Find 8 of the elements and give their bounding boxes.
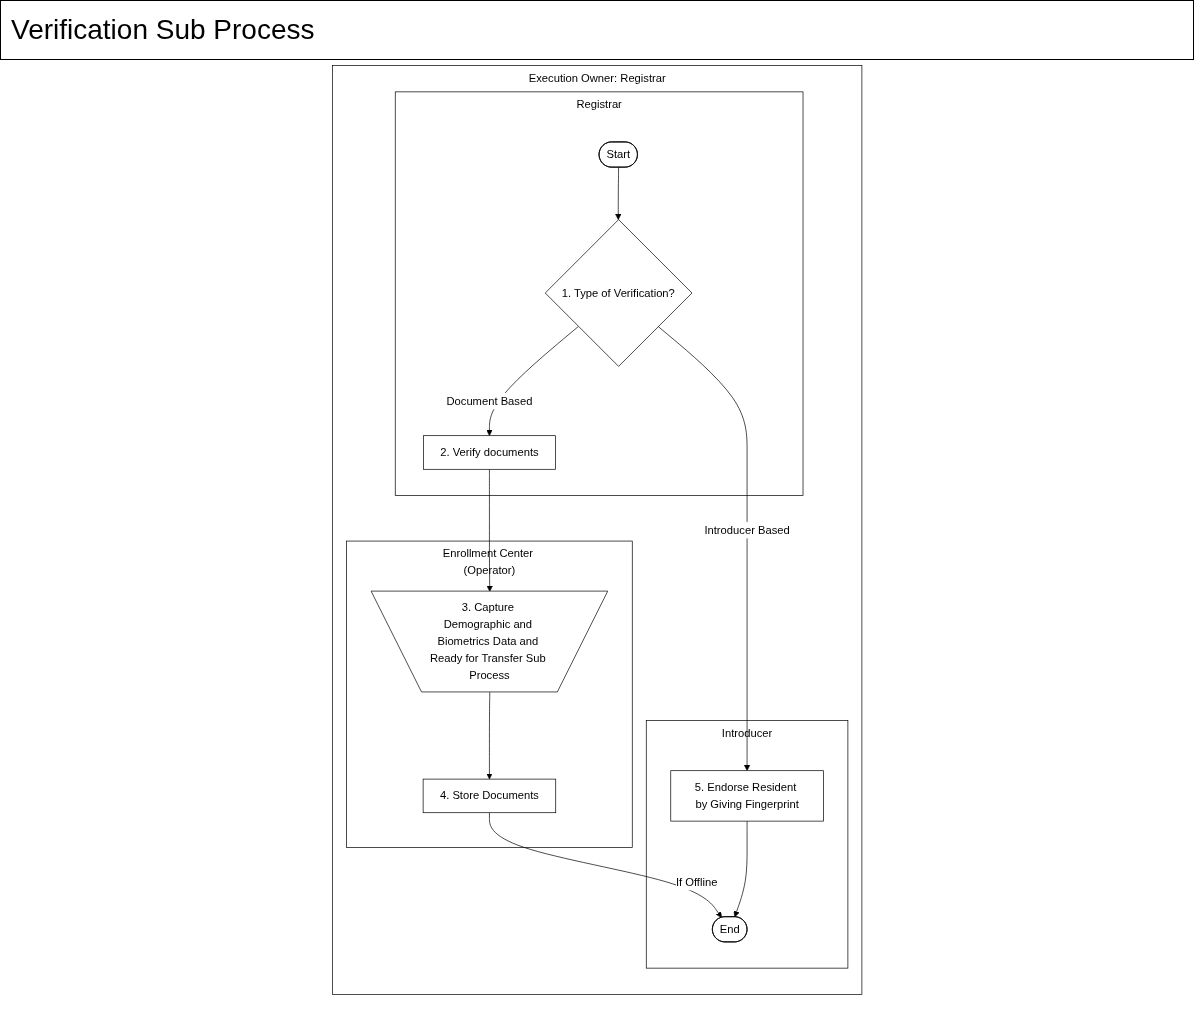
edge-label: Document Based	[446, 394, 533, 407]
node-diamond: 1. Type of Verification?	[544, 219, 693, 367]
node-box: 4. Store Documents	[422, 778, 556, 814]
diagram-title: Verification Sub Process	[11, 14, 315, 46]
node-box: 2. Verify documents	[422, 435, 556, 470]
edge-label: Introducer Based	[704, 523, 790, 536]
node-box: 5. Endorse Resident by Giving Fingerprint	[670, 770, 824, 822]
edge-label: If Offline	[675, 875, 718, 888]
